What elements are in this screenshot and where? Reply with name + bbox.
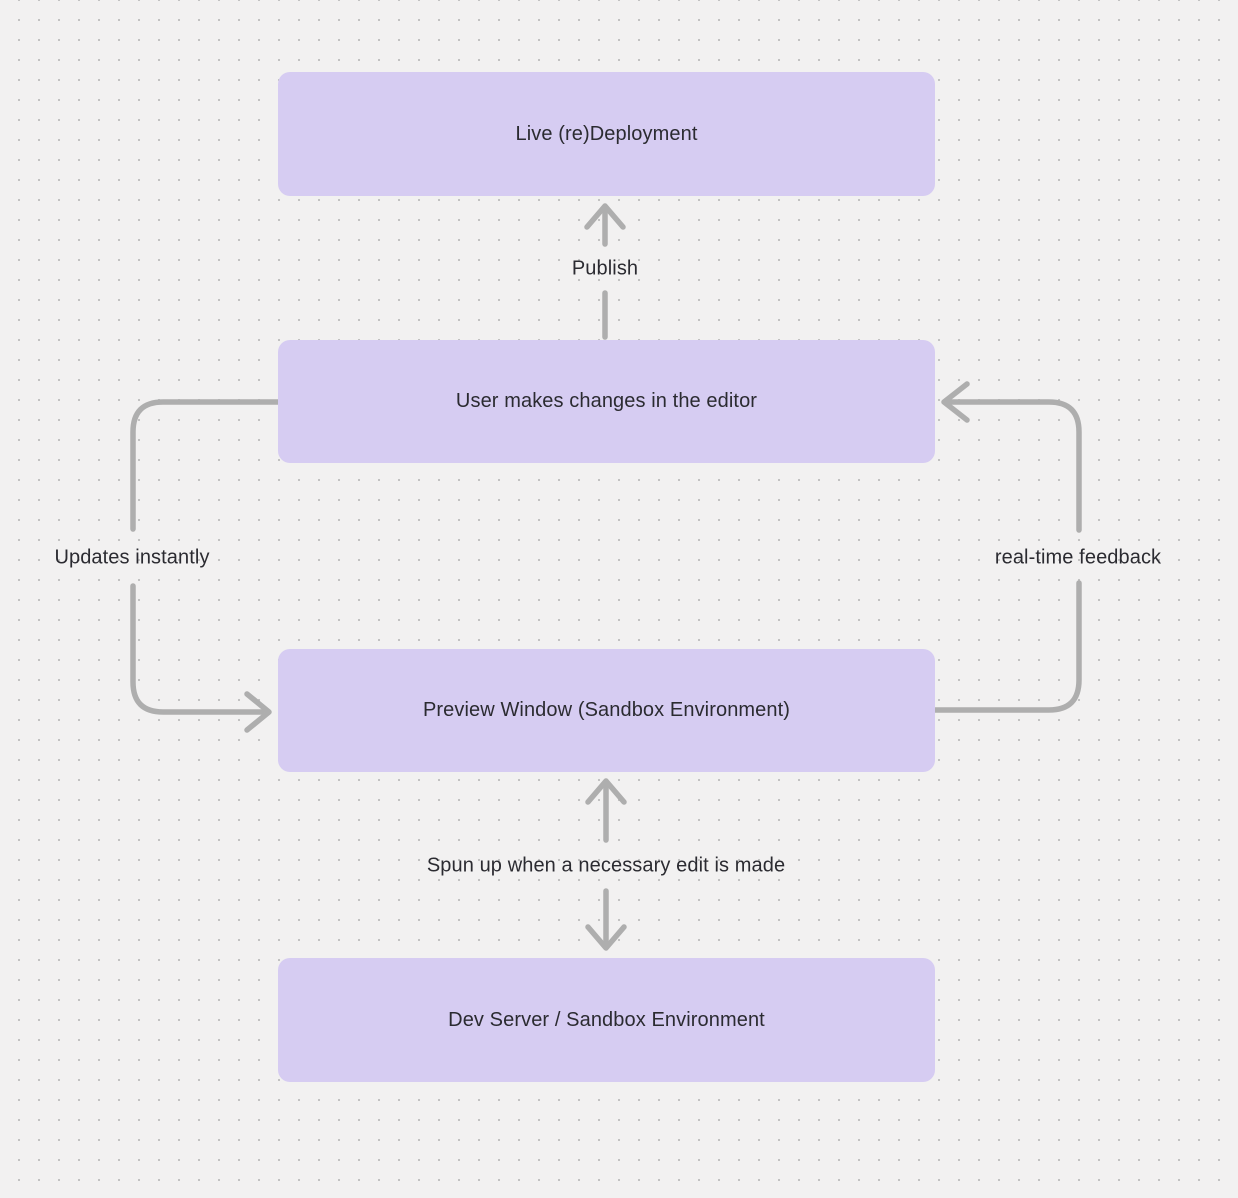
edge-updates-upper: [130, 399, 281, 532]
arrow-right-icon: [244, 691, 272, 733]
node-preview-window[interactable]: Preview Window (Sandbox Environment): [278, 649, 935, 772]
arrow-left-icon: [941, 381, 970, 423]
node-live-deployment-label: Live (re)Deployment: [515, 122, 698, 145]
arrow-up-icon: [585, 778, 627, 805]
arrow-up-icon: [584, 203, 626, 230]
node-dev-server-label: Dev Server / Sandbox Environment: [448, 1008, 765, 1031]
arrow-down-icon: [585, 924, 627, 951]
edge-feedback-lower: [932, 580, 1082, 713]
edge-feedback-upper: [948, 399, 1082, 533]
node-dev-server[interactable]: Dev Server / Sandbox Environment: [278, 958, 935, 1082]
edge-label-updates-instantly: Updates instantly: [54, 546, 210, 569]
node-editor-changes-label: User makes changes in the editor: [455, 390, 758, 412]
node-editor-changes[interactable]: User makes changes in the editor: [278, 340, 935, 463]
edge-updates-lower: [130, 583, 265, 715]
edge-label-spun-up: Spun up when a necessary edit is made: [426, 854, 786, 877]
edge-label-realtime-feedback: real-time feedback: [994, 546, 1162, 569]
node-preview-window-label: Preview Window (Sandbox Environment): [422, 699, 791, 721]
edge-label-publish: Publish: [571, 257, 639, 280]
node-live-deployment[interactable]: Live (re)Deployment: [278, 72, 935, 196]
